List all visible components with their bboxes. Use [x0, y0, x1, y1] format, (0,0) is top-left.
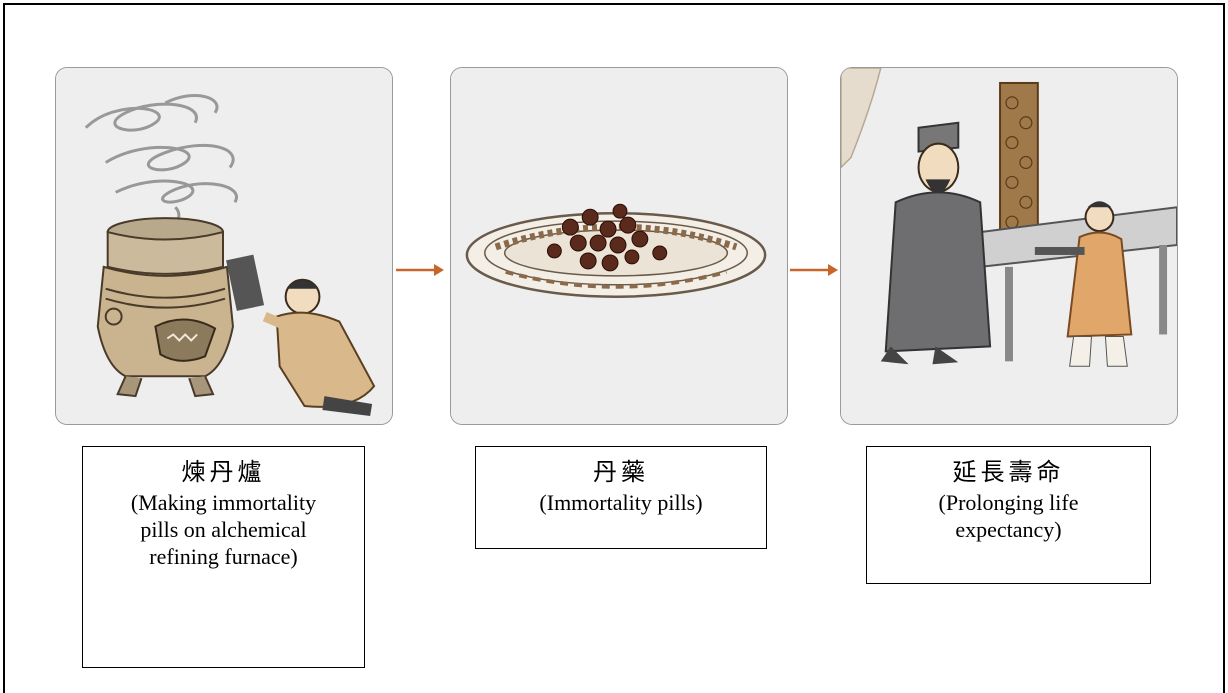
- caption-chinese: 延長壽命: [867, 460, 1150, 487]
- arrow-right-icon: [788, 262, 840, 278]
- caption-english: (Making immortality pills on alchemical …: [83, 489, 364, 570]
- furnace-scene: [56, 68, 392, 424]
- caption-chinese: 煉丹爐: [83, 460, 364, 487]
- plate: [467, 213, 765, 297]
- furnace: [98, 218, 233, 396]
- caption-longevity: 延長壽命 (Prolonging life expectancy): [866, 446, 1151, 584]
- pills-illustration: [450, 67, 788, 425]
- furnace-illustration: [55, 67, 393, 425]
- caption-furnace: 煉丹爐 (Making immortality pills on alchemi…: [82, 446, 365, 668]
- caption-pills: 丹藥 (Immortality pills): [475, 446, 767, 549]
- caption-chinese: 丹藥: [476, 460, 766, 487]
- arrow-right-icon: [394, 262, 446, 278]
- caption-english: (Prolonging life expectancy): [867, 489, 1150, 543]
- caption-english: (Immortality pills): [476, 489, 766, 516]
- longevity-scene: [841, 68, 1177, 424]
- pills-scene: [451, 68, 787, 424]
- longevity-illustration: [840, 67, 1178, 425]
